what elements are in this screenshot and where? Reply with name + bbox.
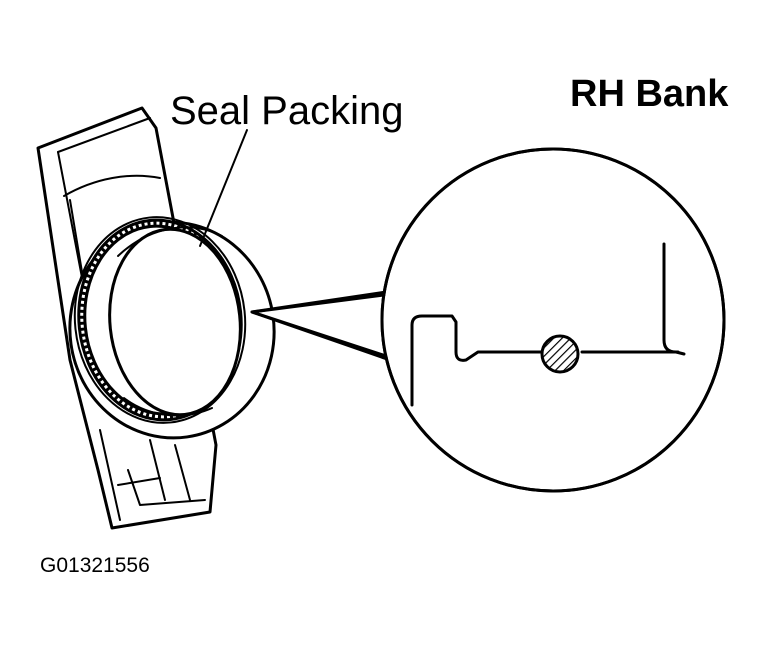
seal-cross-section bbox=[540, 334, 580, 374]
seal-leader-line bbox=[199, 129, 248, 247]
figure-code-label: G01321556 bbox=[40, 554, 150, 577]
detail-magnifier bbox=[380, 147, 726, 493]
bore-face bbox=[108, 226, 242, 417]
bank-label: RH Bank bbox=[570, 73, 729, 115]
section-profile bbox=[410, 242, 686, 407]
seal-packing-label: Seal Packing bbox=[170, 89, 403, 133]
